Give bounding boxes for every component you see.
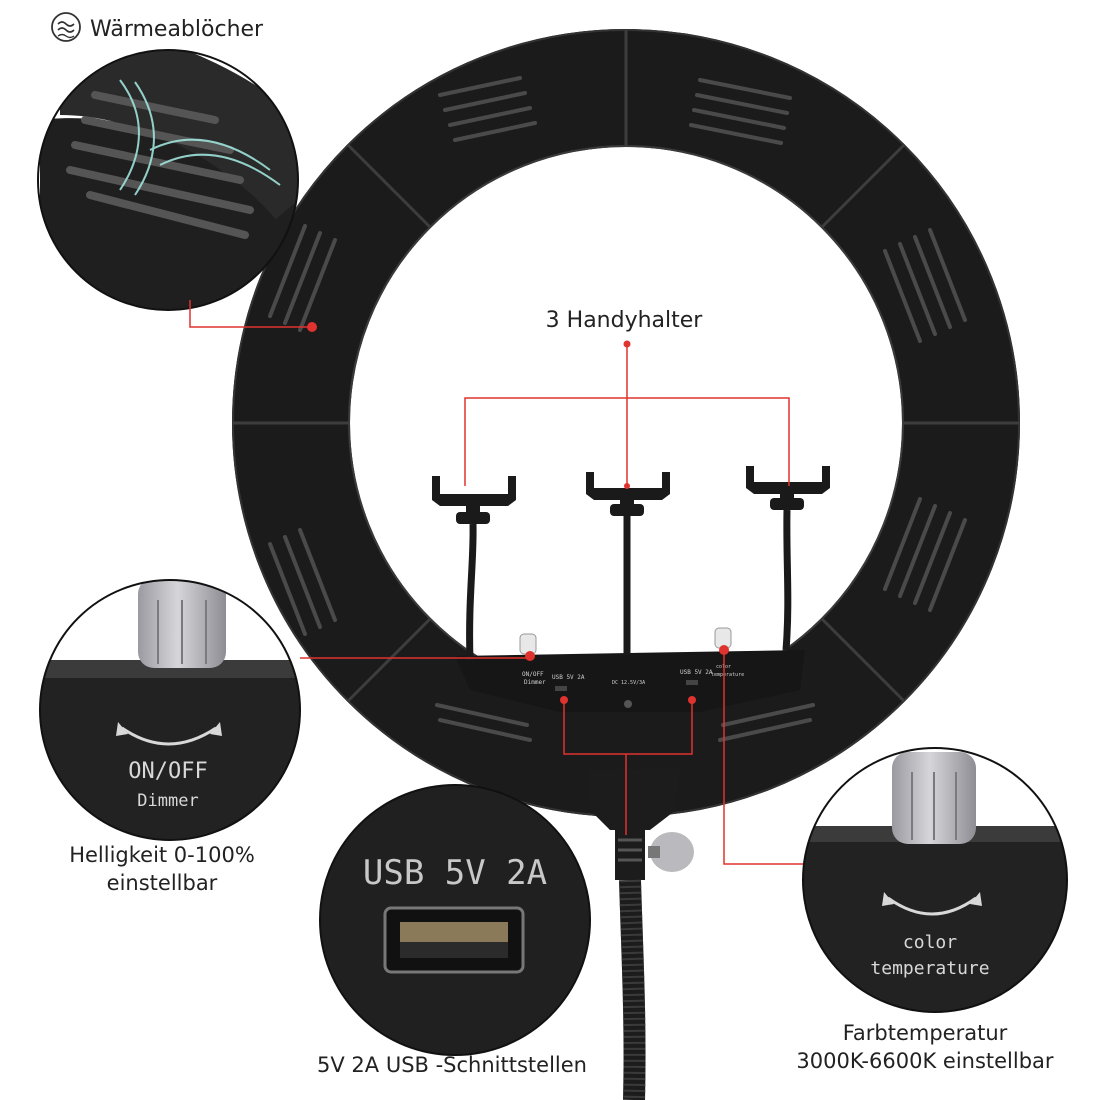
panel-dimmer-label: ON/OFF xyxy=(522,671,544,678)
callout-heat xyxy=(37,49,317,332)
panel-usb-right-label: USB 5V 2A xyxy=(680,669,713,676)
dc-port xyxy=(624,700,632,708)
brightness-caption-line2: einstellbar xyxy=(107,871,218,895)
phone-holders xyxy=(432,466,830,661)
heat-vents-title: Wärmeablöcher xyxy=(90,17,264,42)
airflow-lines xyxy=(119,79,281,196)
callout-holders: 3 Handyhalter xyxy=(464,308,790,489)
heat-marker xyxy=(307,322,317,332)
heat-wave-icon xyxy=(51,12,81,42)
panel-dimmer-sub: Dimmer xyxy=(524,679,546,686)
usb-port-right[interactable] xyxy=(686,680,698,685)
segment-dividers xyxy=(233,30,1019,703)
stand-mount xyxy=(586,768,694,1100)
color-caption-line2: 3000K-6600K einstellbar xyxy=(796,1049,1054,1073)
brightness-caption-line1: Helligkeit 0-100% xyxy=(69,843,255,867)
vent-slots xyxy=(268,76,967,742)
zoom-usb-label: USB 5V 2A xyxy=(363,853,547,893)
dimmer-knob[interactable] xyxy=(519,633,537,655)
usb-caption: 5V 2A USB -Schnittstellen xyxy=(317,1053,587,1077)
panel-dc-label: DC 12.5V/3A xyxy=(612,680,645,686)
zoom-color-line1: color xyxy=(903,932,957,953)
phone-holder-center[interactable] xyxy=(586,472,670,655)
callout-color: color temperature Farbtemperatur 3000K-6… xyxy=(719,645,1068,1073)
color-caption-line1: Farbtemperatur xyxy=(843,1021,1008,1045)
mount-screw-knob[interactable] xyxy=(650,832,694,872)
zoom-dimmer-line2: Dimmer xyxy=(137,791,198,811)
color-knob[interactable] xyxy=(714,627,732,649)
zoom-color-line2: temperature xyxy=(870,958,989,979)
panel-usb-left-label: USB 5V 2A xyxy=(552,674,585,681)
phone-holder-left[interactable] xyxy=(432,476,516,661)
phone-holder-right[interactable] xyxy=(746,466,830,651)
callout-usb: USB 5V 2A 5V 2A USB -Schnittstellen xyxy=(317,696,696,1077)
usb-port-left[interactable] xyxy=(555,686,567,691)
phone-holders-title: 3 Handyhalter xyxy=(546,308,704,333)
zoom-dimmer-line1: ON/OFF xyxy=(128,759,207,784)
panel-color-sub: temperature xyxy=(711,672,744,678)
control-panel: ON/OFF Dimmer USB 5V 2A DC 12.5V/3A USB … xyxy=(455,627,805,712)
